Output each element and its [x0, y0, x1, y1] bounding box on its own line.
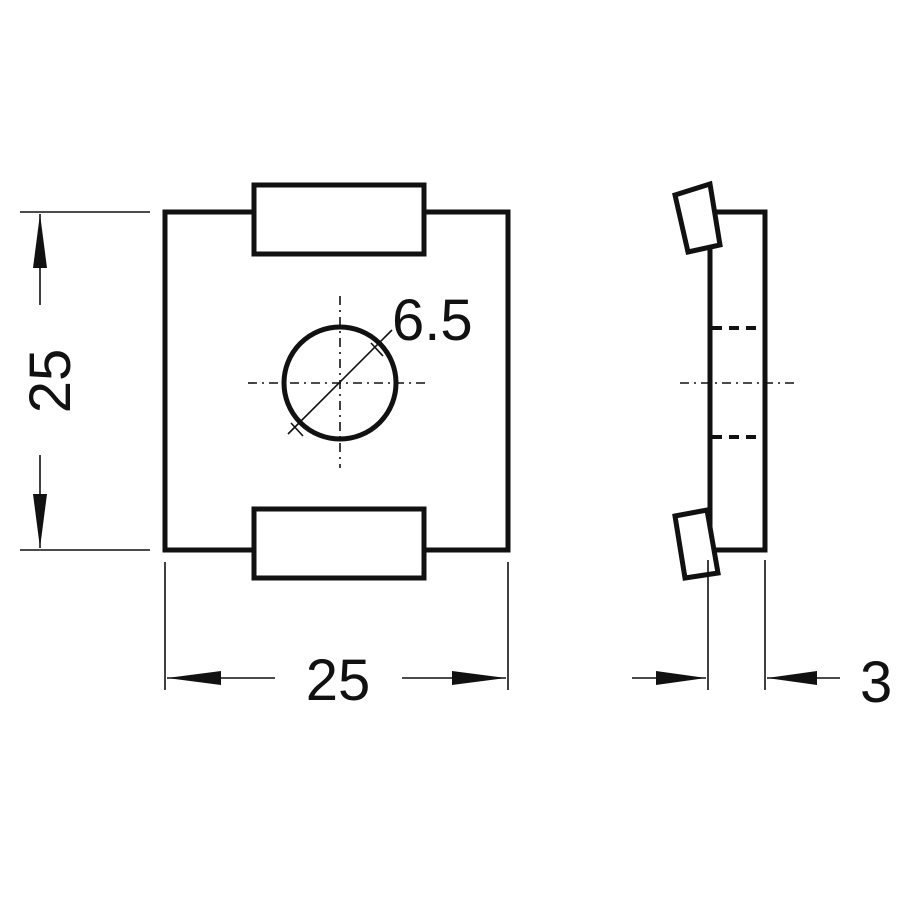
- plate-outline: [162, 209, 511, 553]
- side-view: 3: [632, 180, 892, 715]
- top-tab: [251, 182, 427, 257]
- height-label: 25: [18, 349, 83, 414]
- thickness-label: 3: [860, 650, 892, 715]
- center-hole: [281, 324, 399, 442]
- thickness-arrow-left: [656, 671, 706, 685]
- front-view: 6.5 25 25: [18, 182, 511, 713]
- height-arrow-bottom: [33, 494, 47, 548]
- side-top-tab: [672, 180, 723, 255]
- thickness-arrow-right: [767, 671, 817, 685]
- width-label: 25: [306, 648, 371, 713]
- width-arrow-right: [452, 671, 506, 685]
- diameter-tick-upper: [370, 342, 384, 357]
- width-arrow-left: [167, 671, 221, 685]
- height-arrow-top: [33, 214, 47, 268]
- hole-diameter-label: 6.5: [392, 288, 473, 353]
- side-plate-outline: [707, 209, 768, 553]
- bottom-tab: [251, 506, 427, 581]
- diameter-tick-lower: [290, 422, 304, 437]
